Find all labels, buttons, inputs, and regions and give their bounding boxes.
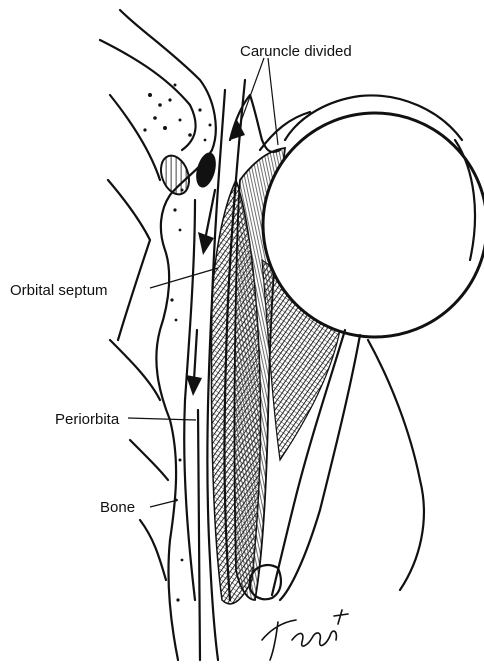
- label-bone: Bone: [100, 499, 135, 516]
- caruncle: [230, 95, 280, 152]
- label-orbital-septum: Orbital septum: [10, 282, 108, 299]
- label-periorbita: Periorbita: [55, 411, 120, 428]
- label-caruncle-divided: Caruncle divided: [240, 43, 352, 60]
- eyeball: [260, 95, 484, 337]
- artist-signature: [262, 610, 348, 660]
- ethmoid-air-cells: [156, 150, 219, 198]
